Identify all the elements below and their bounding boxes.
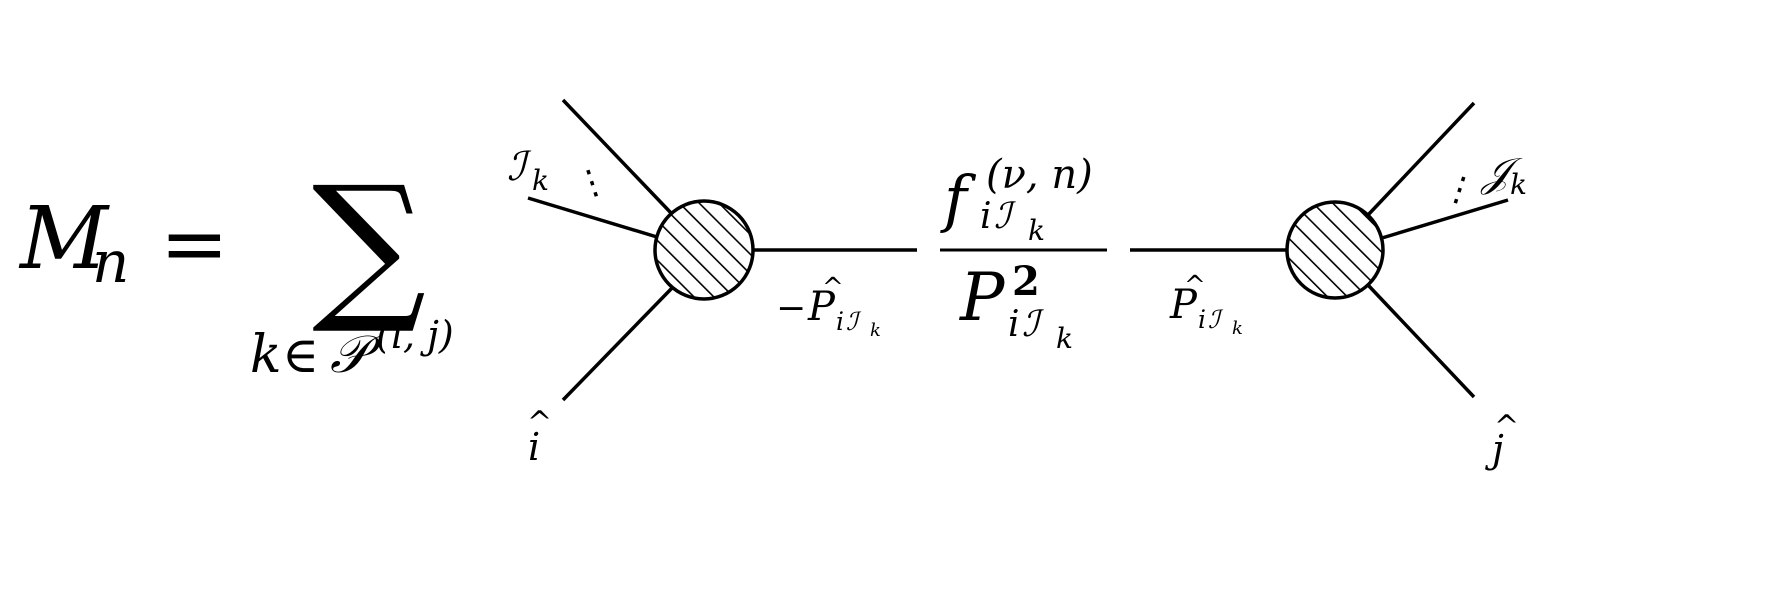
left-label-set: ℐ — [507, 144, 532, 190]
left-blob — [653, 199, 755, 301]
left-label-i: i — [528, 425, 540, 469]
denominator-sub-set: ℐ — [1022, 304, 1045, 345]
right-propagator-hat: ^ — [1184, 271, 1206, 301]
left-dots: ⋮ — [570, 159, 615, 208]
right-propagator: ^ P i ℐ k — [1130, 248, 1287, 339]
right-propagator-sub-set: ℐ — [1208, 305, 1224, 334]
numerator-symbol: f — [940, 162, 977, 235]
right-leg-bottom — [1366, 283, 1476, 399]
fraction: f (ν, n) i ℐ k P 2 i ℐ k — [940, 152, 1107, 355]
right-leg-mid — [1381, 198, 1509, 240]
left-leg-mid — [527, 196, 658, 239]
lhs-symbol: M — [18, 189, 110, 289]
left-propagator-hat: ^ — [822, 273, 844, 303]
right-propagator-sub-k: k — [1232, 318, 1243, 339]
right-label-j-hat: ^ — [1494, 409, 1519, 444]
left-label-set-sub: k — [532, 164, 549, 197]
left-leg-bottom — [561, 286, 674, 402]
right-propagator-symbol: P — [1169, 282, 1198, 328]
left-propagator-symbol: P — [807, 284, 836, 330]
denominator-superscript: 2 — [1012, 258, 1040, 305]
sum-in: ∈ — [282, 326, 319, 384]
sum-symbol: ∑ — [312, 151, 426, 338]
right-vertex: ⋮ 𝒥 k ^ j — [1285, 101, 1527, 471]
numerator-superscript: (ν, n) — [986, 152, 1093, 198]
right-dots: ⋮ — [1437, 165, 1482, 214]
left-leg-top — [561, 98, 674, 216]
lhs-subscript: n — [92, 228, 129, 296]
left-propagator-sub-i: i — [836, 307, 844, 336]
denominator-sub-k: k — [1056, 322, 1073, 355]
left-propagator: − ^ P i ℐ k — [753, 248, 917, 341]
numerator-sub-i: i — [980, 196, 992, 237]
left-propagator-sub-k: k — [870, 320, 881, 341]
right-propagator-sub-i: i — [1198, 305, 1206, 334]
left-label-i-hat: ^ — [527, 405, 552, 440]
left-vertex: ℐ k ⋮ ^ i — [507, 98, 755, 469]
equals-sign: = — [160, 197, 229, 292]
sum-index-var: k — [250, 325, 282, 385]
right-blob — [1285, 200, 1385, 300]
numerator-sub-k: k — [1028, 214, 1045, 247]
denominator-sub-i: i — [1008, 304, 1020, 345]
sum-set-superscript: (i, j) — [376, 313, 454, 357]
right-label-set-sub: k — [1510, 168, 1527, 201]
denominator-symbol: P — [959, 259, 1006, 336]
right-label-j: j — [1485, 427, 1504, 471]
numerator-sub-set: ℐ — [994, 196, 1017, 237]
lhs-equation: M n = ∑ k ∈ 𝒫 (i, j) — [18, 151, 454, 385]
left-propagator-minus: − — [776, 288, 806, 329]
right-leg-top — [1366, 101, 1476, 217]
left-propagator-sub-set: ℐ — [846, 307, 862, 336]
